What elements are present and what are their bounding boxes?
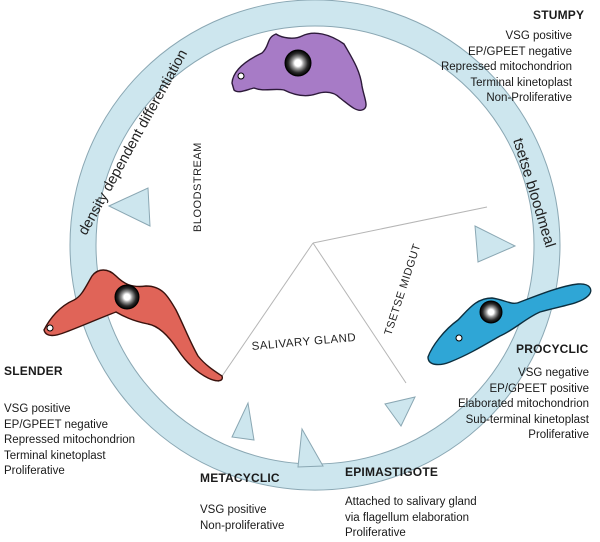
stumpy-prop: Non-Proliferative xyxy=(486,92,572,104)
stage-title-stumpy: STUMPY xyxy=(533,8,585,22)
epimastigote-prop: Proliferative xyxy=(345,527,406,539)
stumpy-prop: VSG positive xyxy=(505,30,572,42)
stage-props-metacyclic: VSG positive Non-proliferative xyxy=(200,503,284,534)
stumpy-prop: Terminal kinetoplast xyxy=(470,76,572,89)
region-dividers xyxy=(217,206,488,384)
slender-prop: EP/GPEET negative xyxy=(4,418,108,431)
stage-props-stumpy: VSG positive EP/GPEET negative Repressed… xyxy=(441,29,572,107)
arrowhead-bottom-right xyxy=(384,396,416,427)
arrowhead-bottom-left xyxy=(231,401,255,441)
stumpy-prop: Repressed mitochondrion xyxy=(440,61,572,73)
lifecycle-ring xyxy=(69,0,561,491)
region-label-salivary-gland: SALIVARY GLAND xyxy=(251,332,356,353)
epimastigote-prop: via flagellum elaboration xyxy=(345,511,470,524)
stage-title-procyclic: PROCYCLIC xyxy=(516,342,589,356)
procyclic-prop: VSG negative xyxy=(518,367,589,379)
arrowhead-right xyxy=(474,225,517,263)
procyclic-prop: EP/GPEET positive xyxy=(489,382,590,395)
slender-prop: VSG positive xyxy=(4,403,71,415)
stumpy-cell xyxy=(231,32,367,111)
slender-prop: Repressed mitochondrion xyxy=(4,434,136,446)
metacyclic-prop: Non-proliferative xyxy=(200,519,285,532)
ring-arrowheads xyxy=(107,187,517,468)
stage-props-procyclic: VSG negative EP/GPEET positive Elaborate… xyxy=(458,366,589,444)
stage-title-metacyclic: METACYCLIC xyxy=(200,471,280,485)
arrowhead-left xyxy=(107,187,151,227)
epimastigote-prop: Attached to salivary gland xyxy=(345,496,477,508)
procyclic-prop: Sub-terminal kinetoplast xyxy=(465,413,589,426)
region-label-tsetse-midgut: TSETSE MIDGUT xyxy=(382,242,423,337)
stumpy-prop: EP/GPEET negative xyxy=(468,45,572,58)
stage-title-epimastigote: EPIMASTIGOTE xyxy=(345,465,439,479)
slender-cell xyxy=(43,269,223,382)
stage-title-slender: SLENDER xyxy=(4,364,63,378)
stage-props-slender: VSG positive EP/GPEET negative Repressed… xyxy=(4,402,135,480)
stage-props-epimastigote: Attached to salivary gland via flagellum… xyxy=(345,495,477,542)
procyclic-cell xyxy=(427,283,592,366)
region-label-bloodstream: BLOODSTREAM xyxy=(192,142,204,232)
metacyclic-prop: VSG positive xyxy=(200,504,267,516)
procyclic-prop: Elaborated mitochondrion xyxy=(457,398,589,410)
slender-prop: Proliferative xyxy=(4,465,65,477)
procyclic-prop: Proliferative xyxy=(528,429,589,441)
slender-prop: Terminal kinetoplast xyxy=(4,449,106,462)
arrowhead-bottom-center xyxy=(297,427,324,468)
